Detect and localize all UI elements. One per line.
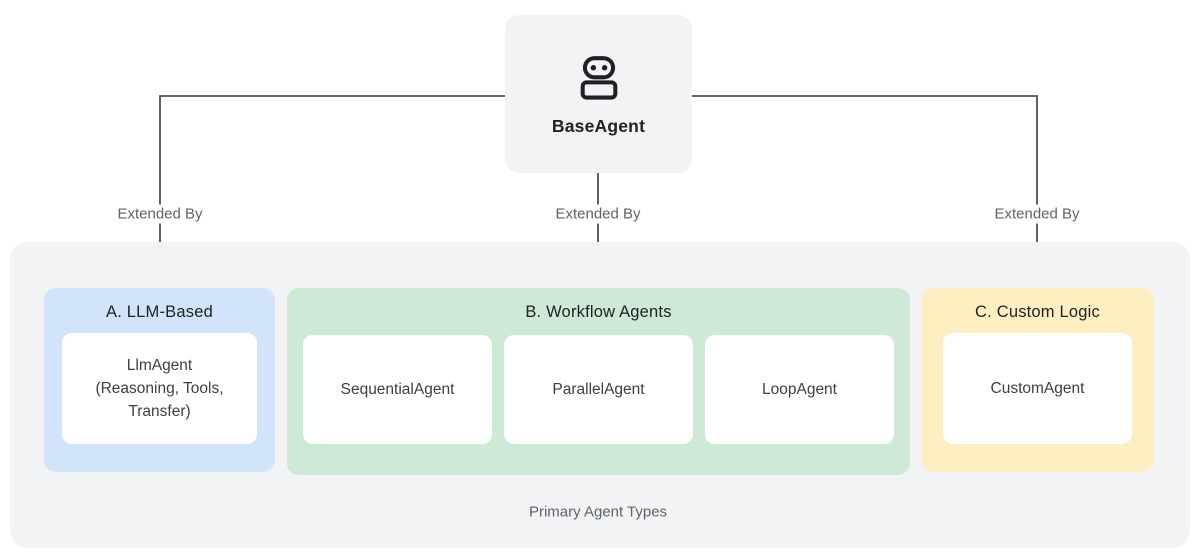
group-custom-logic: C. Custom Logic CustomAgent (921, 288, 1154, 472)
base-agent-label: BaseAgent (551, 115, 646, 136)
group-llm-based: A. LLM-Based LlmAgent (Reasoning, Tools,… (44, 288, 275, 472)
llm-agent-card: LlmAgent (Reasoning, Tools, Transfer) (62, 333, 257, 444)
group-custom-logic-title: C. Custom Logic (975, 302, 1100, 321)
edge-label-left: Extended By (111, 204, 209, 224)
primary-agent-types-label: Primary Agent Types (528, 503, 668, 521)
llm-agent-line3: Transfer) (128, 403, 191, 420)
workflow-agents-row: SequentialAgent ParallelAgent LoopAgent (287, 333, 910, 444)
loop-agent-card: LoopAgent (705, 335, 894, 444)
group-workflow-agents-title: B. Workflow Agents (525, 302, 672, 321)
robot-icon (580, 55, 617, 100)
group-llm-based-title: A. LLM-Based (106, 302, 213, 321)
llm-agent-line2: (Reasoning, Tools, (95, 380, 224, 397)
base-agent-card: BaseAgent (505, 15, 692, 173)
edge-label-right: Extended By (988, 204, 1086, 224)
custom-agent-card: CustomAgent (943, 333, 1132, 444)
llm-agent-line1: LlmAgent (126, 357, 193, 374)
parallel-agent-card: ParallelAgent (504, 335, 693, 444)
sequential-agent-card: SequentialAgent (303, 335, 492, 444)
group-workflow-agents: B. Workflow Agents SequentialAgent Paral… (287, 288, 910, 475)
edge-label-middle: Extended By (549, 204, 647, 224)
